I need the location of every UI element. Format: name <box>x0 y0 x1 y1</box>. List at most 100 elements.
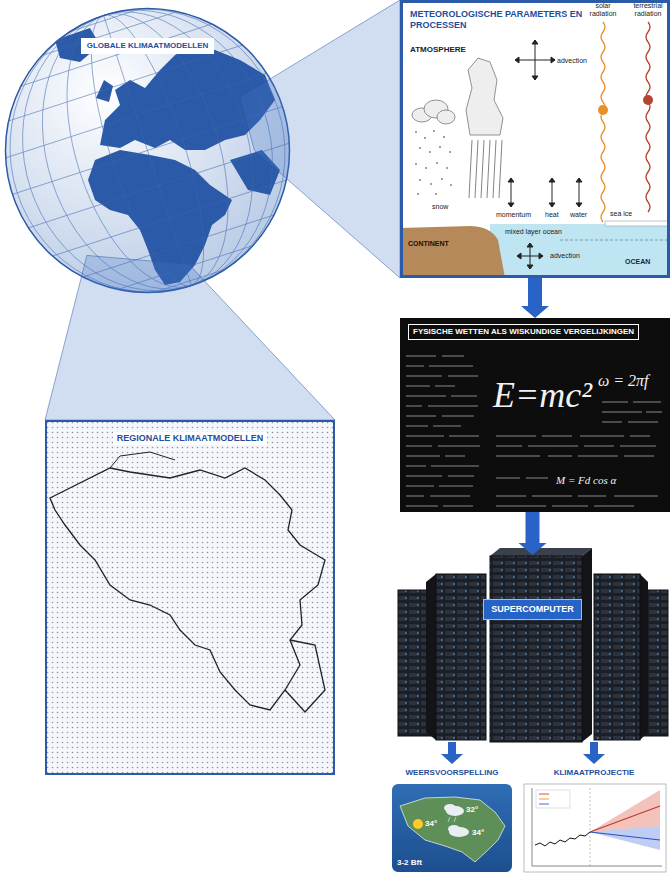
process-label: snow <box>432 203 448 211</box>
flow-arrow <box>521 278 549 318</box>
flow-arrow <box>583 742 605 764</box>
weather-map-picture <box>444 804 469 837</box>
rain-lines <box>493 140 496 198</box>
regional-map-panel: REGIONALE KLIMAATMODELLEN <box>45 420 335 775</box>
rain-lines <box>475 140 478 198</box>
zoom-wedge <box>240 0 400 278</box>
process-panel: METEOROLOGISCHE PARAMETERS EN PROCESSEN <box>400 0 670 278</box>
snow-dots <box>424 137 426 139</box>
flux-arrows <box>517 243 543 269</box>
projection-chart-picture <box>532 788 533 866</box>
server-racks <box>640 574 648 740</box>
equation-text: ω = 2πf <box>598 372 649 390</box>
temperature-value: 34° <box>472 829 484 838</box>
projection-chart-picture <box>539 794 549 795</box>
weather-map-picture <box>444 804 456 812</box>
process-label: momentum <box>496 211 531 219</box>
snow-dots <box>436 162 438 164</box>
snow-dots <box>450 184 452 186</box>
cloud-icon <box>466 58 503 135</box>
zoom-wedge <box>45 255 335 420</box>
flux-arrows <box>549 178 555 207</box>
process-label: heat <box>545 211 559 219</box>
regional-map-drawing <box>45 420 335 775</box>
snow-dots <box>446 167 448 169</box>
board-heading: FYSISCHE WETTEN ALS WISKUNDIGE VERGELIJK… <box>408 324 639 340</box>
snow-dots <box>417 193 419 195</box>
snow-dots <box>430 183 432 185</box>
process-label: terrestrial radiation <box>628 2 668 17</box>
globe-grid <box>28 143 289 228</box>
projection-chart-picture <box>590 826 660 850</box>
projection-chart-picture <box>539 799 549 800</box>
process-illustration <box>643 95 653 105</box>
flow-arrow <box>519 512 547 555</box>
temperature-value: 32° <box>466 806 478 815</box>
globe-grid <box>9 45 243 121</box>
blackboard-drawing <box>400 318 670 512</box>
process-label: solar radiation <box>583 2 623 17</box>
temperature-value: 34° <box>425 820 437 829</box>
blackboard-drawing <box>400 318 670 512</box>
output-heading: WEERSVOORSPELLING <box>406 768 499 778</box>
border-line <box>110 452 175 468</box>
wind-value: 3-2 Bft <box>397 859 422 868</box>
zoom-wedge <box>45 255 335 420</box>
forecast-node: WEERSVOORSPELLING <box>388 764 516 874</box>
rain-lines <box>469 140 472 198</box>
globe-node: GLOBALE KLIMAATMODELLEN <box>5 8 290 293</box>
snow-dots <box>441 178 443 180</box>
computer-label: SUPERCOMPUTER <box>483 599 582 620</box>
snow-dots <box>435 193 437 195</box>
process-illustration <box>400 0 670 278</box>
regional-map-drawing <box>45 420 335 775</box>
server-racks <box>490 556 582 742</box>
process-illustration <box>605 221 668 226</box>
region-label: ATMOSPHERE <box>410 46 466 55</box>
projection-chart-picture <box>536 790 570 808</box>
projection-chart-picture <box>535 832 590 846</box>
server-racks <box>582 548 592 742</box>
map-heading: REGIONALE KLIMAATMODELLEN <box>113 432 267 445</box>
projection-chart-picture <box>532 866 662 867</box>
rain-lines <box>487 140 490 198</box>
snow-dots <box>415 163 417 165</box>
weather-map-picture <box>400 797 505 862</box>
snow-dots <box>419 179 421 181</box>
flow-arrow <box>521 278 549 318</box>
globe-grid <box>52 180 286 256</box>
server-racks <box>594 574 640 740</box>
process-label: water <box>570 211 587 219</box>
weather-map-picture <box>448 817 450 822</box>
globe-title: GLOBALE KLIMAATMODELLEN <box>81 38 215 54</box>
process-label: mixed layer ocean <box>505 228 562 236</box>
projection-chart-picture <box>539 804 549 805</box>
weather-map-picture <box>392 784 512 872</box>
globe-grid <box>6 73 267 158</box>
process-label: advection <box>557 57 587 65</box>
panel-heading: METEOROLOGISCHE PARAMETERS EN PROCESSEN <box>410 9 585 31</box>
weather-map-picture <box>454 817 456 822</box>
flow-arrow <box>583 742 605 764</box>
rain-lines <box>481 140 484 198</box>
globe-grid <box>12 107 282 195</box>
snow-dots <box>415 130 452 195</box>
weather-map-picture <box>392 784 512 872</box>
flux-arrows <box>576 178 582 207</box>
snow-dots <box>439 146 441 148</box>
region-label: OCEAN <box>625 258 650 266</box>
server-racks <box>426 574 436 740</box>
process-label: advection <box>550 252 580 260</box>
projection-node: KLIMAATPROJECTIE <box>520 764 668 874</box>
rain-lines <box>499 140 502 198</box>
process-illustration <box>598 105 608 115</box>
server-racks <box>490 548 592 556</box>
supercomputer-node: SUPERCOMPUTER <box>395 555 670 742</box>
weather-map-picture <box>448 817 456 822</box>
country-outline <box>50 468 325 710</box>
projection-chart-picture <box>590 788 591 866</box>
flow-arrow <box>441 742 463 764</box>
terrestrial-wave <box>646 22 650 212</box>
